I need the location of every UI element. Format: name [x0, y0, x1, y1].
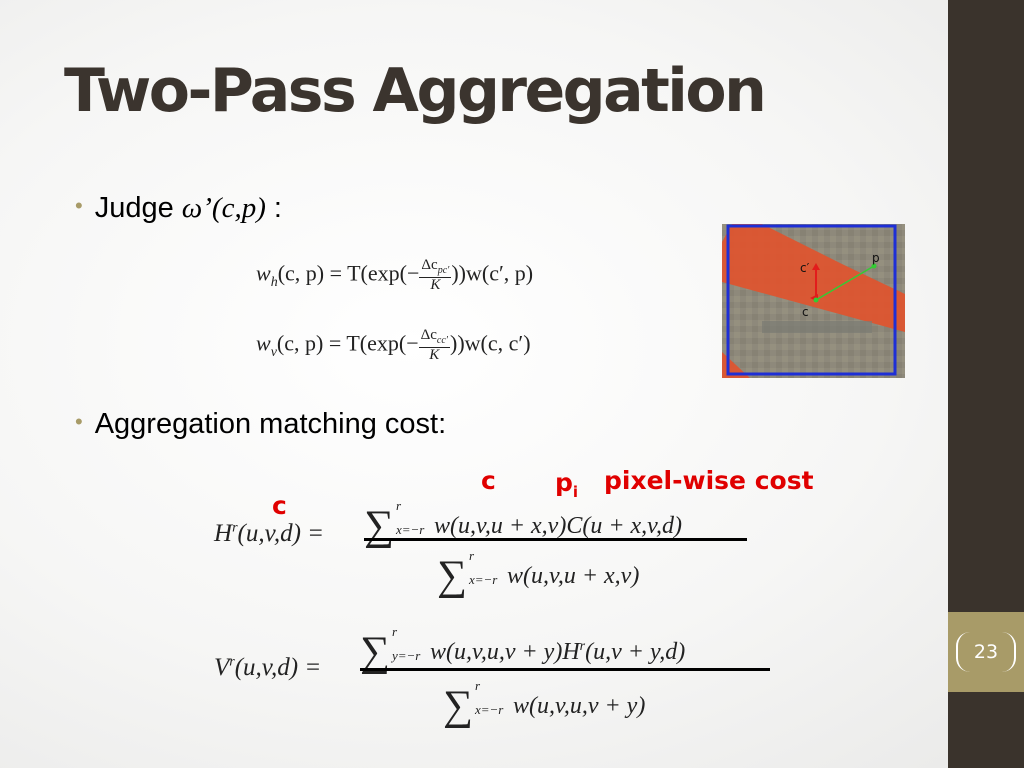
- annotation-c-top: c: [481, 466, 496, 495]
- sum-upper: r: [474, 678, 481, 693]
- eq-superscript: r: [229, 654, 235, 670]
- equation-h-denominator: ∑r x=−r w(u,v,u + x,v): [437, 546, 640, 599]
- search-window-box: [726, 224, 897, 376]
- eq-symbol: w: [256, 330, 271, 356]
- eq-denominator: w(u,v,u + x,v): [506, 563, 640, 589]
- bullet-aggregation: • Aggregation matching cost:: [75, 408, 446, 441]
- eq-frac-num: Δc: [420, 327, 437, 343]
- eq-superscript: r: [579, 639, 586, 654]
- fraction-bar: [364, 538, 747, 541]
- eq-denominator: w(u,v,u,v + y): [512, 693, 646, 719]
- eq-symbol: H: [214, 520, 233, 547]
- eq-args: (c, p) = T(exp(−: [277, 260, 420, 286]
- fraction-bar: [360, 668, 770, 671]
- arrow-head-icon: [812, 263, 820, 270]
- eq-frac-den: K: [429, 346, 440, 363]
- eq-args: (c, p) = T(exp(−: [276, 330, 419, 356]
- label-c-prime: c′: [800, 261, 810, 275]
- annotation-p-sub: i: [572, 483, 579, 501]
- equation-h-numerator: ∑r x=−r w(u,v,u + x,v)C(u + x,v,d): [364, 496, 683, 549]
- equation-v-lhs: Vr(u,v,d) =: [214, 654, 321, 682]
- page-number-badge: 23: [948, 612, 1024, 692]
- eq-frac-num-sub: pc′: [437, 265, 450, 276]
- label-c: c: [802, 305, 809, 319]
- page-number: 23: [973, 641, 999, 663]
- eq-symbol: w: [256, 260, 271, 286]
- bullet-dot-icon: •: [75, 193, 83, 218]
- eq-frac-den: K: [430, 276, 441, 293]
- eq-numerator: w(u,v,u,v + y)H: [429, 639, 580, 665]
- sum-lower: y=−r: [391, 648, 421, 663]
- annotation-p: pi: [555, 468, 578, 501]
- bullet-dot-icon: •: [75, 409, 83, 434]
- sum-icon: ∑: [437, 553, 467, 599]
- eq-fraction: Δccc′K: [418, 327, 450, 363]
- equation-wh: wh(c, p) = T(exp(−Δcpc′K))w(c′, p): [256, 257, 534, 293]
- eq-args: (u,v,d) =: [234, 654, 322, 681]
- sum-lower: x=−r: [395, 522, 425, 537]
- annotation-p-text: p: [555, 468, 573, 497]
- eq-numerator: w(u,v,u + x,v)C(u + x,v,d): [433, 513, 683, 539]
- bullet-text: Judge: [94, 192, 182, 224]
- point-p-marker: [871, 263, 877, 269]
- bullet-text: Aggregation matching cost:: [94, 408, 447, 440]
- eq-fraction: Δcpc′K: [419, 257, 452, 293]
- eq-frac-num-sub: cc′: [436, 335, 448, 346]
- disparity-figure: c′ p c: [722, 224, 905, 378]
- eq-numerator-rest: (u,v + y,d): [585, 639, 686, 665]
- label-p: p: [872, 251, 880, 265]
- sum-upper: r: [395, 498, 402, 513]
- stripe-top: [722, 224, 905, 332]
- eq-rest: ))w(c′, p): [451, 260, 534, 286]
- sum-icon: ∑: [443, 683, 473, 729]
- annotation-c-left: c: [272, 491, 287, 520]
- eq-frac-num: Δc: [421, 257, 438, 273]
- slide-title: Two-Pass Aggregation: [64, 56, 767, 126]
- sum-lower: x=−r: [474, 702, 504, 717]
- eq-subscript: h: [270, 275, 278, 291]
- sum-icon: ∑: [364, 503, 394, 549]
- eq-rest: ))w(c, c′): [450, 330, 531, 356]
- eq-subscript: v: [270, 345, 277, 361]
- eq-superscript: r: [232, 520, 238, 536]
- equation-wv: wv(c, p) = T(exp(−Δccc′K))w(c, c′): [256, 327, 531, 363]
- bullet-math: ω’(c,p): [181, 192, 266, 224]
- page-number-bracket: [956, 632, 1016, 672]
- sum-upper: r: [468, 548, 475, 563]
- point-c-marker: [813, 297, 819, 303]
- eq-args: (u,v,d) =: [237, 520, 325, 547]
- disparity-figure-svg: c′ p c: [722, 224, 905, 378]
- bullet-suffix: :: [265, 192, 282, 224]
- equation-v-denominator: ∑r x=−r w(u,v,u,v + y): [443, 676, 646, 729]
- sum-lower: x=−r: [468, 572, 498, 587]
- equation-h-lhs: Hr(u,v,d) =: [214, 520, 324, 548]
- bullet-judge: • Judge ω’(c,p) :: [75, 192, 282, 225]
- connector-line: [815, 265, 875, 301]
- eq-symbol: V: [214, 654, 230, 681]
- annotation-pixel-cost: pixel-wise cost: [604, 466, 814, 495]
- sum-icon: ∑: [360, 629, 390, 675]
- sum-upper: r: [391, 624, 398, 639]
